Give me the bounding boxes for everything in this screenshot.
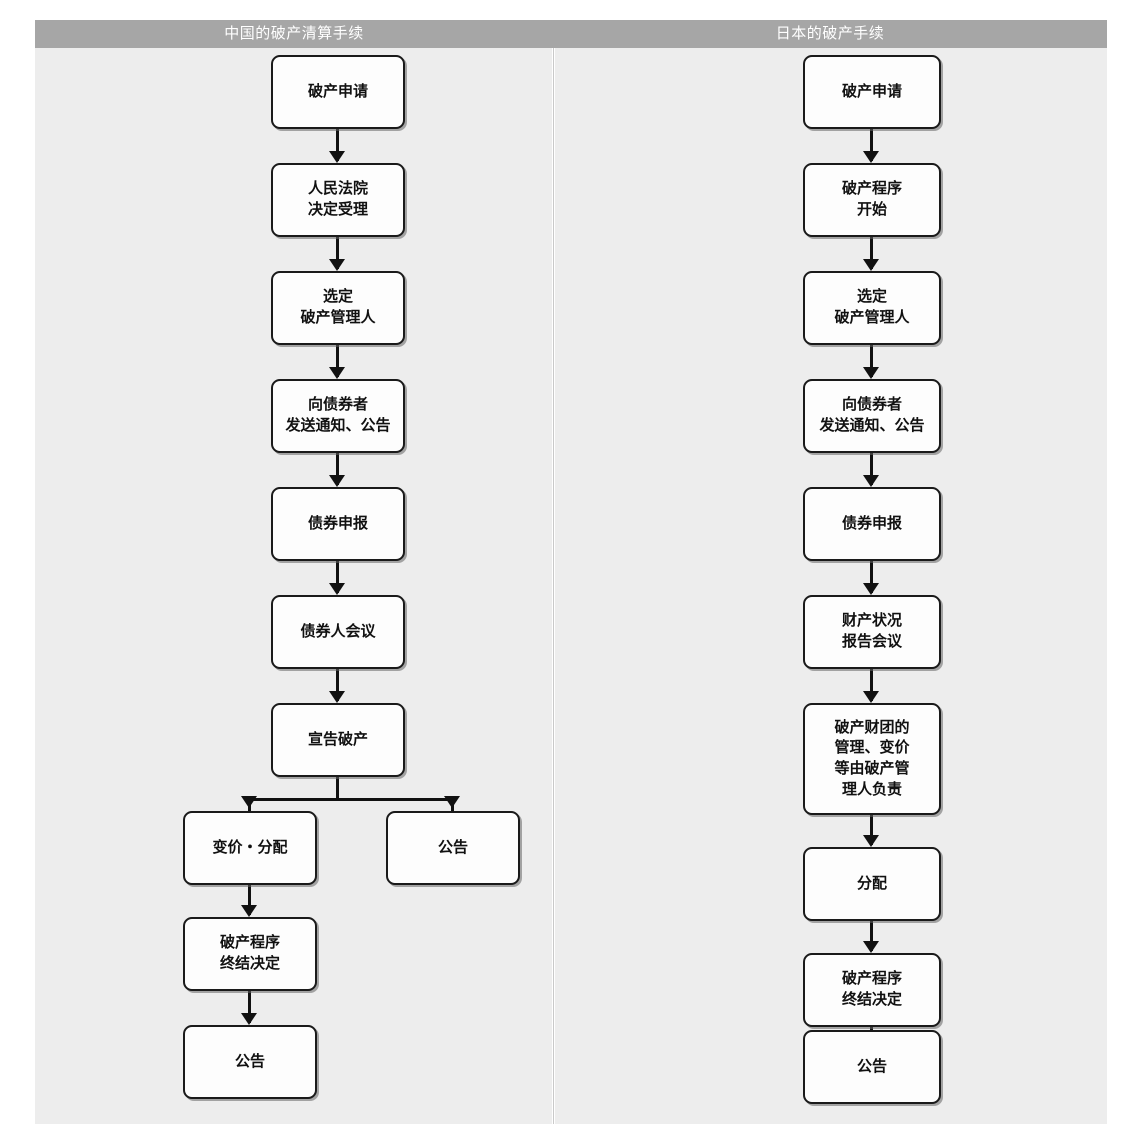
connector-cn-8-10 [248,885,251,915]
arrowhead-jp-1-2 [863,151,879,163]
arrowhead-jp-8-9 [863,941,879,953]
node-jp-termination-decision[interactable]: 破产程序 终结决定 [803,953,941,1027]
node-jp-notify-creditors[interactable]: 向债券者 发送通知、公告 [803,379,941,453]
arrowhead-jp-5-6 [863,583,879,595]
column-header-china: 中国的破产清算手续 [224,25,364,42]
flowchart-canvas: 中国的破产清算手续 日本的破产手续 破产申请 人民法院 决定受理 选定 破产管理… [35,20,1107,1124]
arrowhead-jp-6-7 [863,691,879,703]
node-jp-select-administrator[interactable]: 选定 破产管理人 [803,271,941,345]
arrowhead-cn-2-3 [329,259,345,271]
node-cn-claim-filing[interactable]: 债券申报 [271,487,405,561]
panel-divider [553,48,554,1124]
connector-cn-6-7 [336,669,339,701]
arrowhead-cn-branch-left [241,796,257,808]
connector-cn-3-4 [336,345,339,377]
connector-jp-4-5 [870,453,873,485]
connector-jp-1-2 [870,129,873,161]
node-cn-public-notice-final[interactable]: 公告 [183,1025,317,1099]
node-cn-termination-decision[interactable]: 破产程序 终结决定 [183,917,317,991]
node-cn-court-accepts[interactable]: 人民法院 决定受理 [271,163,405,237]
arrowhead-jp-4-5 [863,475,879,487]
connector-cn-10-11 [248,991,251,1023]
connector-jp-8-9 [870,921,873,951]
node-jp-proceedings-start[interactable]: 破产程序 开始 [803,163,941,237]
node-cn-liquidation-distribution[interactable]: 变价・分配 [183,811,317,885]
node-cn-bankruptcy-application[interactable]: 破产申请 [271,55,405,129]
node-cn-select-administrator[interactable]: 选定 破产管理人 [271,271,405,345]
connector-jp-7-8 [870,815,873,845]
node-jp-asset-status-report[interactable]: 财产状况 报告会议 [803,595,941,669]
connector-cn-5-6 [336,561,339,593]
arrowhead-cn-5-6 [329,583,345,595]
arrowhead-cn-10-11 [241,1013,257,1025]
arrowhead-cn-4-5 [329,475,345,487]
arrowhead-jp-2-3 [863,259,879,271]
arrowhead-jp-3-4 [863,367,879,379]
node-jp-distribution[interactable]: 分配 [803,847,941,921]
arrowhead-jp-7-8 [863,835,879,847]
node-jp-public-notice[interactable]: 公告 [803,1030,941,1104]
arrowhead-cn-3-4 [329,367,345,379]
connector-jp-3-4 [870,345,873,377]
arrowhead-cn-branch-right [444,796,460,808]
connector-cn-1-2 [336,129,339,161]
connector-jp-6-7 [870,669,873,701]
arrowhead-cn-6-7 [329,691,345,703]
node-cn-creditors-meeting[interactable]: 债券人会议 [271,595,405,669]
connector-cn-4-5 [336,453,339,485]
node-cn-declare-bankruptcy[interactable]: 宣告破产 [271,703,405,777]
node-jp-claim-filing[interactable]: 债券申报 [803,487,941,561]
arrowhead-cn-1-2 [329,151,345,163]
node-jp-estate-management[interactable]: 破产财团的 管理、变价 等由破产管 理人负责 [803,703,941,815]
connector-jp-5-6 [870,561,873,593]
node-cn-public-notice-branch[interactable]: 公告 [386,811,520,885]
node-jp-bankruptcy-application[interactable]: 破产申请 [803,55,941,129]
column-header-japan: 日本的破产手续 [775,25,885,42]
header-band [35,20,1107,48]
node-cn-notify-creditors[interactable]: 向债券者 发送通知、公告 [271,379,405,453]
connector-cn-branch-bar [248,798,454,801]
connector-cn-branch-stem [336,777,339,801]
connector-cn-2-3 [336,237,339,269]
arrowhead-cn-8-10 [241,905,257,917]
connector-jp-2-3 [870,237,873,269]
